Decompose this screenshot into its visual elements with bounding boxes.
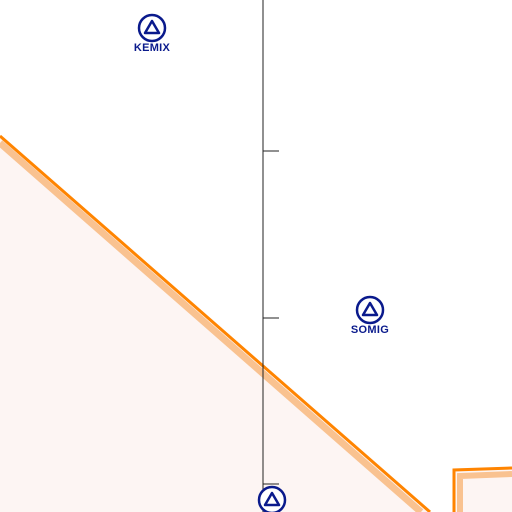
airspace-border-inner <box>0 140 424 512</box>
triangle-in-circle-icon[interactable] <box>355 295 385 325</box>
airspace-area-2[interactable] <box>452 466 512 512</box>
airspace-2-border <box>452 466 512 512</box>
waypoint-label-kemix[interactable]: KEMIX <box>133 42 171 54</box>
airspace-area[interactable] <box>0 134 431 512</box>
triangle-in-circle-icon[interactable] <box>257 485 287 512</box>
triangle-in-circle-icon[interactable] <box>137 13 167 43</box>
waypoint-label-somig[interactable]: SOMIG <box>350 324 390 336</box>
airspace-border <box>0 134 431 512</box>
airspace-2-border-inner <box>457 471 512 512</box>
airspace-2-fill <box>454 468 512 512</box>
route-line[interactable] <box>262 0 279 512</box>
